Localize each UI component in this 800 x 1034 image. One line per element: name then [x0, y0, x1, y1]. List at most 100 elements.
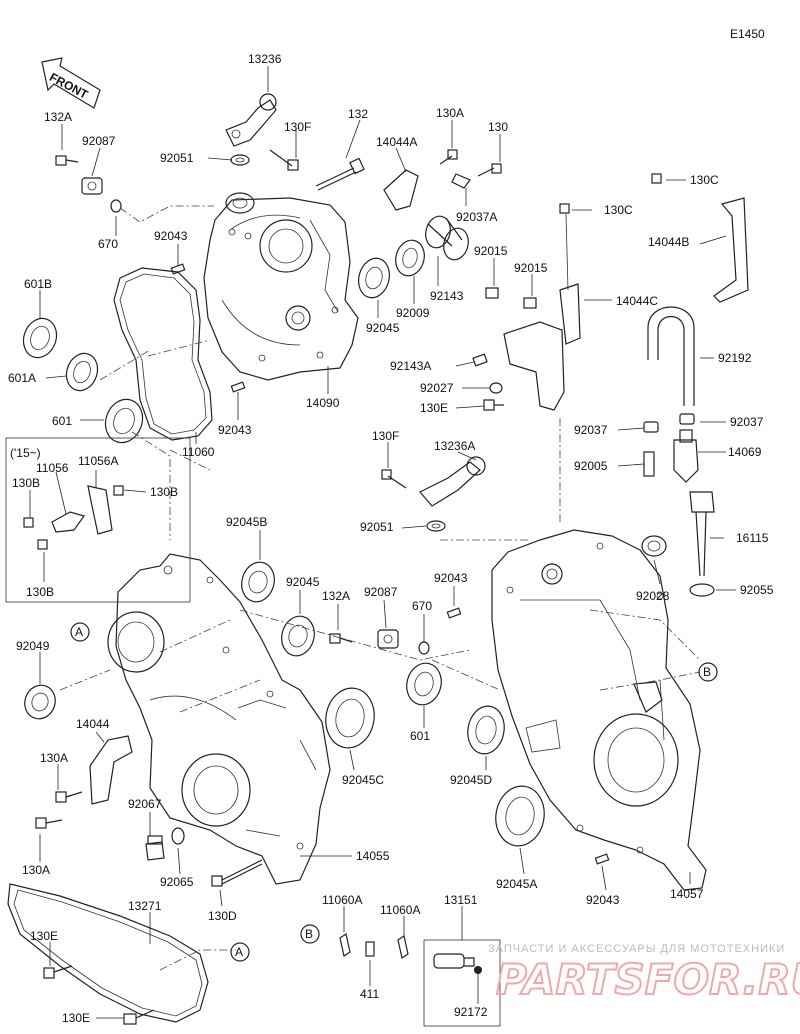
part-label: 130D: [208, 909, 237, 923]
part-label: 13236: [248, 52, 282, 66]
part-label: 16115: [736, 531, 769, 545]
oring-92172: [474, 966, 482, 974]
nut-92015-b: [523, 297, 537, 309]
fitting-92087-lower: [377, 629, 399, 649]
part-label: 11056A: [78, 454, 118, 468]
bearing-601-upper: [104, 398, 144, 444]
part-label: 92005: [574, 459, 608, 473]
part-label: 130E: [420, 401, 448, 415]
part-label: 11056: [36, 461, 69, 475]
part-label: 14055: [356, 849, 390, 863]
bolt-130B-a: [23, 517, 34, 528]
callout-label: B: [703, 665, 711, 679]
part-label: 601: [52, 414, 72, 428]
part-label: 11060A: [380, 903, 420, 917]
part-label: 92045: [366, 321, 400, 335]
plug-92067: [145, 835, 165, 861]
oring-670-upper: [110, 199, 122, 213]
part-label: 14090: [306, 396, 340, 410]
bolt-130A-lower-a: [55, 791, 83, 803]
clamp-92037-a: [643, 421, 659, 433]
bolt-130E-mid: [483, 399, 504, 411]
part-label: 670: [98, 237, 118, 251]
part-label: 130E: [62, 1011, 90, 1025]
callout-label: B: [305, 927, 313, 941]
clip-11060A-b: [397, 935, 409, 959]
part-label: 411: [360, 987, 379, 1001]
bearing-601-lower: [406, 662, 442, 706]
clip-92037A: [451, 173, 471, 189]
part-label: 601B: [24, 277, 52, 291]
oring-92055: [689, 583, 715, 597]
sleeve-92143A: [472, 353, 488, 367]
bracket-11056A: [87, 485, 113, 535]
part-label: 130B: [12, 476, 40, 490]
dowel-92043-upper-b: [230, 381, 246, 393]
part-label: 92015: [474, 244, 508, 258]
dipstick-16115: [689, 491, 715, 577]
part-label: 130B: [150, 485, 178, 499]
crankcase-14055: [107, 553, 331, 885]
part-label: 92065: [160, 875, 194, 889]
callout-B-right: B: [698, 662, 718, 682]
nut-92015-a: [485, 287, 499, 299]
front-label: FRONT: [47, 70, 91, 102]
hose-92192: [647, 306, 695, 406]
bolt-130A-top: [439, 149, 458, 165]
front-arrow: [41, 57, 101, 109]
bolt-130D: [211, 859, 263, 887]
part-label: 92027: [420, 381, 454, 395]
callout-label: A: [75, 625, 83, 639]
part-label: 130E: [30, 929, 58, 943]
bearing-92045A: [495, 785, 545, 847]
pipe-92005: [643, 451, 655, 477]
breather-14069: [673, 429, 699, 483]
part-label: 92143A: [390, 359, 431, 373]
dowel-92043-upper-a: [170, 263, 186, 275]
sleeve-92143: [425, 215, 469, 261]
bracket-14044C: [503, 213, 581, 411]
part-label: 11060: [182, 445, 215, 459]
bearing-601A: [65, 352, 99, 392]
part-label: 13236A: [434, 439, 475, 453]
part-label: 92045: [286, 575, 320, 589]
part-label: 92043: [218, 423, 252, 437]
bolt-130E-lower-a: [43, 965, 73, 979]
part-label: 14044B: [648, 235, 689, 249]
part-label: 601A: [8, 371, 36, 385]
shift-arm-13236: [225, 93, 277, 147]
washer-92051-upper: [230, 154, 250, 166]
upper-crankcase-14090: [203, 192, 359, 381]
part-label: 92037A: [456, 210, 497, 224]
part-label: 92015: [514, 261, 548, 275]
bolt-130F-lower: [381, 469, 407, 489]
fitting-92087-upper: [81, 177, 103, 195]
part-label: 92051: [360, 520, 394, 534]
crankcase-14057: [491, 529, 707, 891]
part-label: 92043: [154, 229, 188, 243]
part-label: 92049: [16, 639, 50, 653]
part-label: 130C: [690, 173, 719, 187]
part-label: 92051: [160, 151, 194, 165]
part-label: 130F: [284, 120, 311, 134]
bolt-132A-upper: [55, 155, 79, 166]
alignment-lines: [59, 205, 701, 971]
variant-note: ('15~): [10, 446, 41, 460]
part-label: 13271: [128, 899, 162, 913]
part-label: 14069: [728, 445, 762, 459]
part-label: 130B: [26, 585, 54, 599]
part-label: 11060A: [322, 893, 362, 907]
seal-92009: [395, 239, 425, 277]
washer-411: [365, 941, 375, 957]
washer-92051-lower: [426, 520, 446, 532]
bearing-92045B: [241, 561, 275, 603]
part-label: 92087: [364, 585, 398, 599]
variant-box: [5, 437, 191, 603]
part-label: 92037: [574, 423, 608, 437]
sensor-13151: [433, 953, 475, 969]
part-label: 92009: [396, 306, 430, 320]
part-label: 132A: [322, 589, 350, 603]
bolt-132: [315, 157, 365, 191]
bearing-92045-upper: [358, 257, 390, 299]
